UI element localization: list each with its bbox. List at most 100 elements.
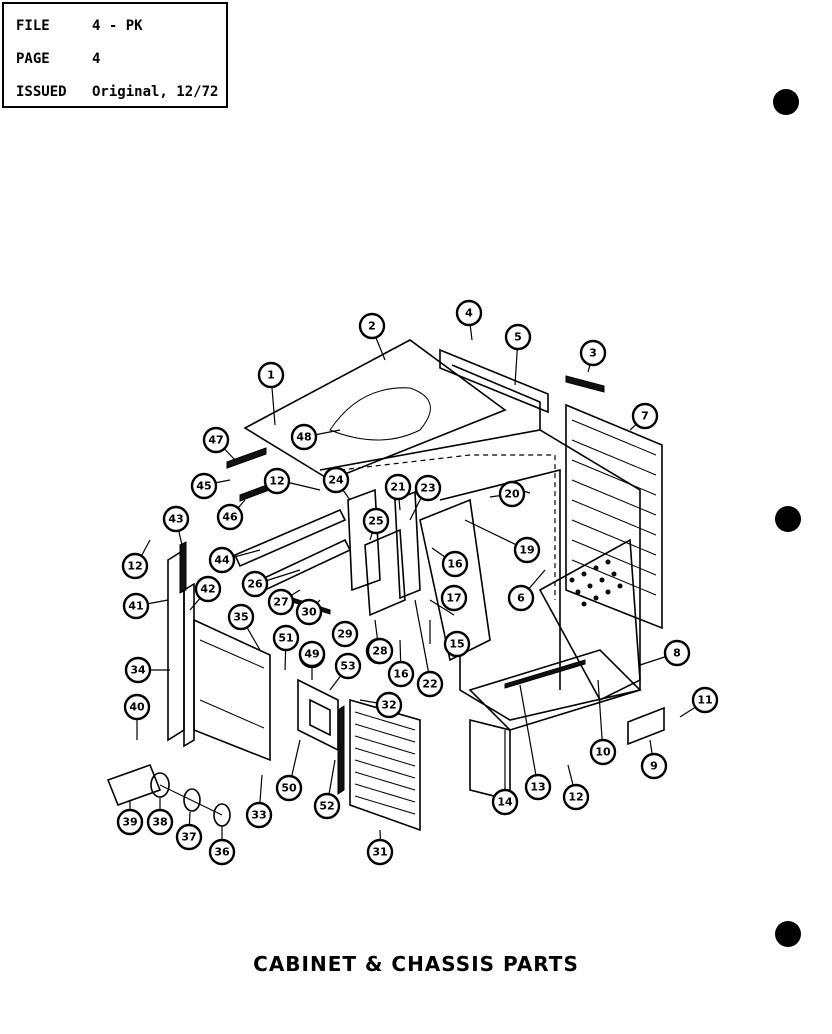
callout-20: 20 xyxy=(498,480,526,508)
callout-28: 28 xyxy=(366,637,394,665)
svg-text:39: 39 xyxy=(122,816,137,829)
svg-text:12: 12 xyxy=(568,791,583,804)
page-value: 4 xyxy=(92,51,101,67)
file-row: FILE 4 - PK xyxy=(16,18,143,34)
callout-23: 23 xyxy=(414,474,442,502)
svg-text:40: 40 xyxy=(129,701,145,714)
base-pan xyxy=(468,649,642,731)
evaporator-coil xyxy=(419,498,491,662)
callout-49: 49 xyxy=(298,640,326,668)
svg-text:12: 12 xyxy=(269,475,284,488)
callout-10: 10 xyxy=(589,738,617,766)
strip-44 xyxy=(233,508,347,568)
callout-48: 48 xyxy=(290,423,318,451)
callout-3: 3 xyxy=(579,339,607,367)
diagram-caption: CABINET & CHASSIS PARTS xyxy=(253,952,579,976)
callout-14: 14 xyxy=(491,788,519,816)
svg-text:22: 22 xyxy=(422,678,437,691)
svg-text:20: 20 xyxy=(504,488,520,501)
callout-15: 15 xyxy=(443,630,471,658)
callout-16a: 16 xyxy=(441,550,469,578)
gasket-strip xyxy=(439,348,549,414)
small-strip xyxy=(565,375,605,393)
front-column-edge xyxy=(183,582,195,748)
svg-text:36: 36 xyxy=(214,846,230,859)
svg-text:12: 12 xyxy=(127,560,142,573)
svg-text:3: 3 xyxy=(589,347,597,360)
svg-text:53: 53 xyxy=(340,660,355,673)
callout-51: 51 xyxy=(272,624,300,652)
callout-53: 53 xyxy=(334,652,362,680)
strip-26 xyxy=(258,538,352,592)
callout-44: 44 xyxy=(208,546,236,574)
svg-text:16: 16 xyxy=(393,668,409,681)
callout-41: 41 xyxy=(122,592,150,620)
callout-46: 46 xyxy=(216,503,244,531)
issued-row: ISSUED Original, 12/72 xyxy=(16,84,218,100)
svg-text:51: 51 xyxy=(278,632,293,645)
callout-37: 37 xyxy=(175,823,203,851)
callout-50: 50 xyxy=(275,774,303,802)
knob-plate xyxy=(106,763,162,807)
svg-text:49: 49 xyxy=(304,648,319,661)
binder-hole-top xyxy=(773,89,799,115)
callout-19: 19 xyxy=(513,536,541,564)
svg-text:43: 43 xyxy=(168,513,183,526)
callout-55: 30 xyxy=(295,598,323,626)
callout-45: 45 xyxy=(190,472,218,500)
knob-spring xyxy=(183,788,201,812)
svg-text:42: 42 xyxy=(200,583,215,596)
svg-text:9: 9 xyxy=(650,760,658,773)
svg-text:52: 52 xyxy=(319,800,334,813)
orifice-block xyxy=(364,528,406,617)
column-strip xyxy=(179,541,187,594)
callout-29: 29 xyxy=(331,620,359,648)
svg-text:41: 41 xyxy=(128,600,143,613)
callout-4: 4 xyxy=(455,299,483,327)
file-value: 4 - PK xyxy=(92,18,143,34)
callout-11: 11 xyxy=(691,686,719,714)
cabinet-outline xyxy=(339,454,556,600)
drain-strip xyxy=(504,659,586,689)
mounting-bracket xyxy=(627,706,665,746)
callout-31: 31 xyxy=(366,838,394,866)
callouts: 1 2 3 4 5 6 7 8 9 10 11 12 12 12 13 14 1… xyxy=(116,299,719,866)
knob-shaft xyxy=(159,784,223,816)
knob-washer xyxy=(150,772,170,798)
callout-22: 22 xyxy=(416,670,444,698)
file-label: FILE xyxy=(16,18,50,34)
page-label: PAGE xyxy=(16,51,50,67)
grille-strip xyxy=(337,705,345,795)
svg-text:2: 2 xyxy=(368,320,376,333)
svg-text:23: 23 xyxy=(420,482,435,495)
svg-text:34: 34 xyxy=(130,664,146,677)
binder-hole-bottom xyxy=(775,921,801,947)
issued-label: ISSUED xyxy=(16,84,67,100)
callout-33: 33 xyxy=(245,801,273,829)
svg-text:50: 50 xyxy=(281,782,297,795)
control-panel xyxy=(297,678,339,752)
callout-40a: 40 xyxy=(123,693,151,721)
svg-text:14: 14 xyxy=(497,796,513,809)
callout-7: 7 xyxy=(631,402,659,430)
callout-9: 9 xyxy=(640,752,668,780)
side-panel-perforations xyxy=(569,559,623,607)
callout-36: 36 xyxy=(208,838,236,866)
svg-text:11: 11 xyxy=(697,694,712,707)
callout-25: 25 xyxy=(362,507,390,535)
callout-6: 6 xyxy=(507,584,535,612)
svg-text:10: 10 xyxy=(595,746,611,759)
svg-text:26: 26 xyxy=(247,578,263,591)
svg-text:31: 31 xyxy=(372,846,387,859)
callout-13: 13 xyxy=(524,773,552,801)
callout-35: 35 xyxy=(227,603,255,631)
callout-26: 26 xyxy=(241,570,269,598)
svg-text:19: 19 xyxy=(519,544,534,557)
svg-text:24: 24 xyxy=(328,474,344,487)
svg-text:30: 30 xyxy=(301,606,317,619)
callout-52: 52 xyxy=(313,792,341,820)
gasket-strip-inner xyxy=(451,364,541,430)
binder-hole-middle xyxy=(775,506,801,532)
svg-text:8: 8 xyxy=(673,647,681,660)
svg-text:38: 38 xyxy=(152,816,167,829)
